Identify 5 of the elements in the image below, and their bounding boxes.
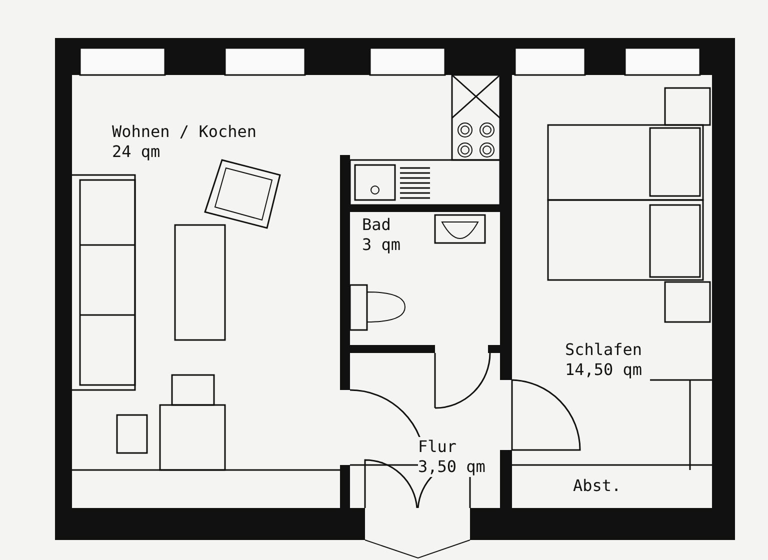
room-area-label: 14,50 qm <box>565 360 642 380</box>
room-name: Flur <box>418 437 457 457</box>
room-area-label: 3 qm <box>362 235 401 255</box>
room-area-label: 3,50 qm <box>418 457 486 477</box>
room-area-label: 24 qm <box>112 142 160 162</box>
